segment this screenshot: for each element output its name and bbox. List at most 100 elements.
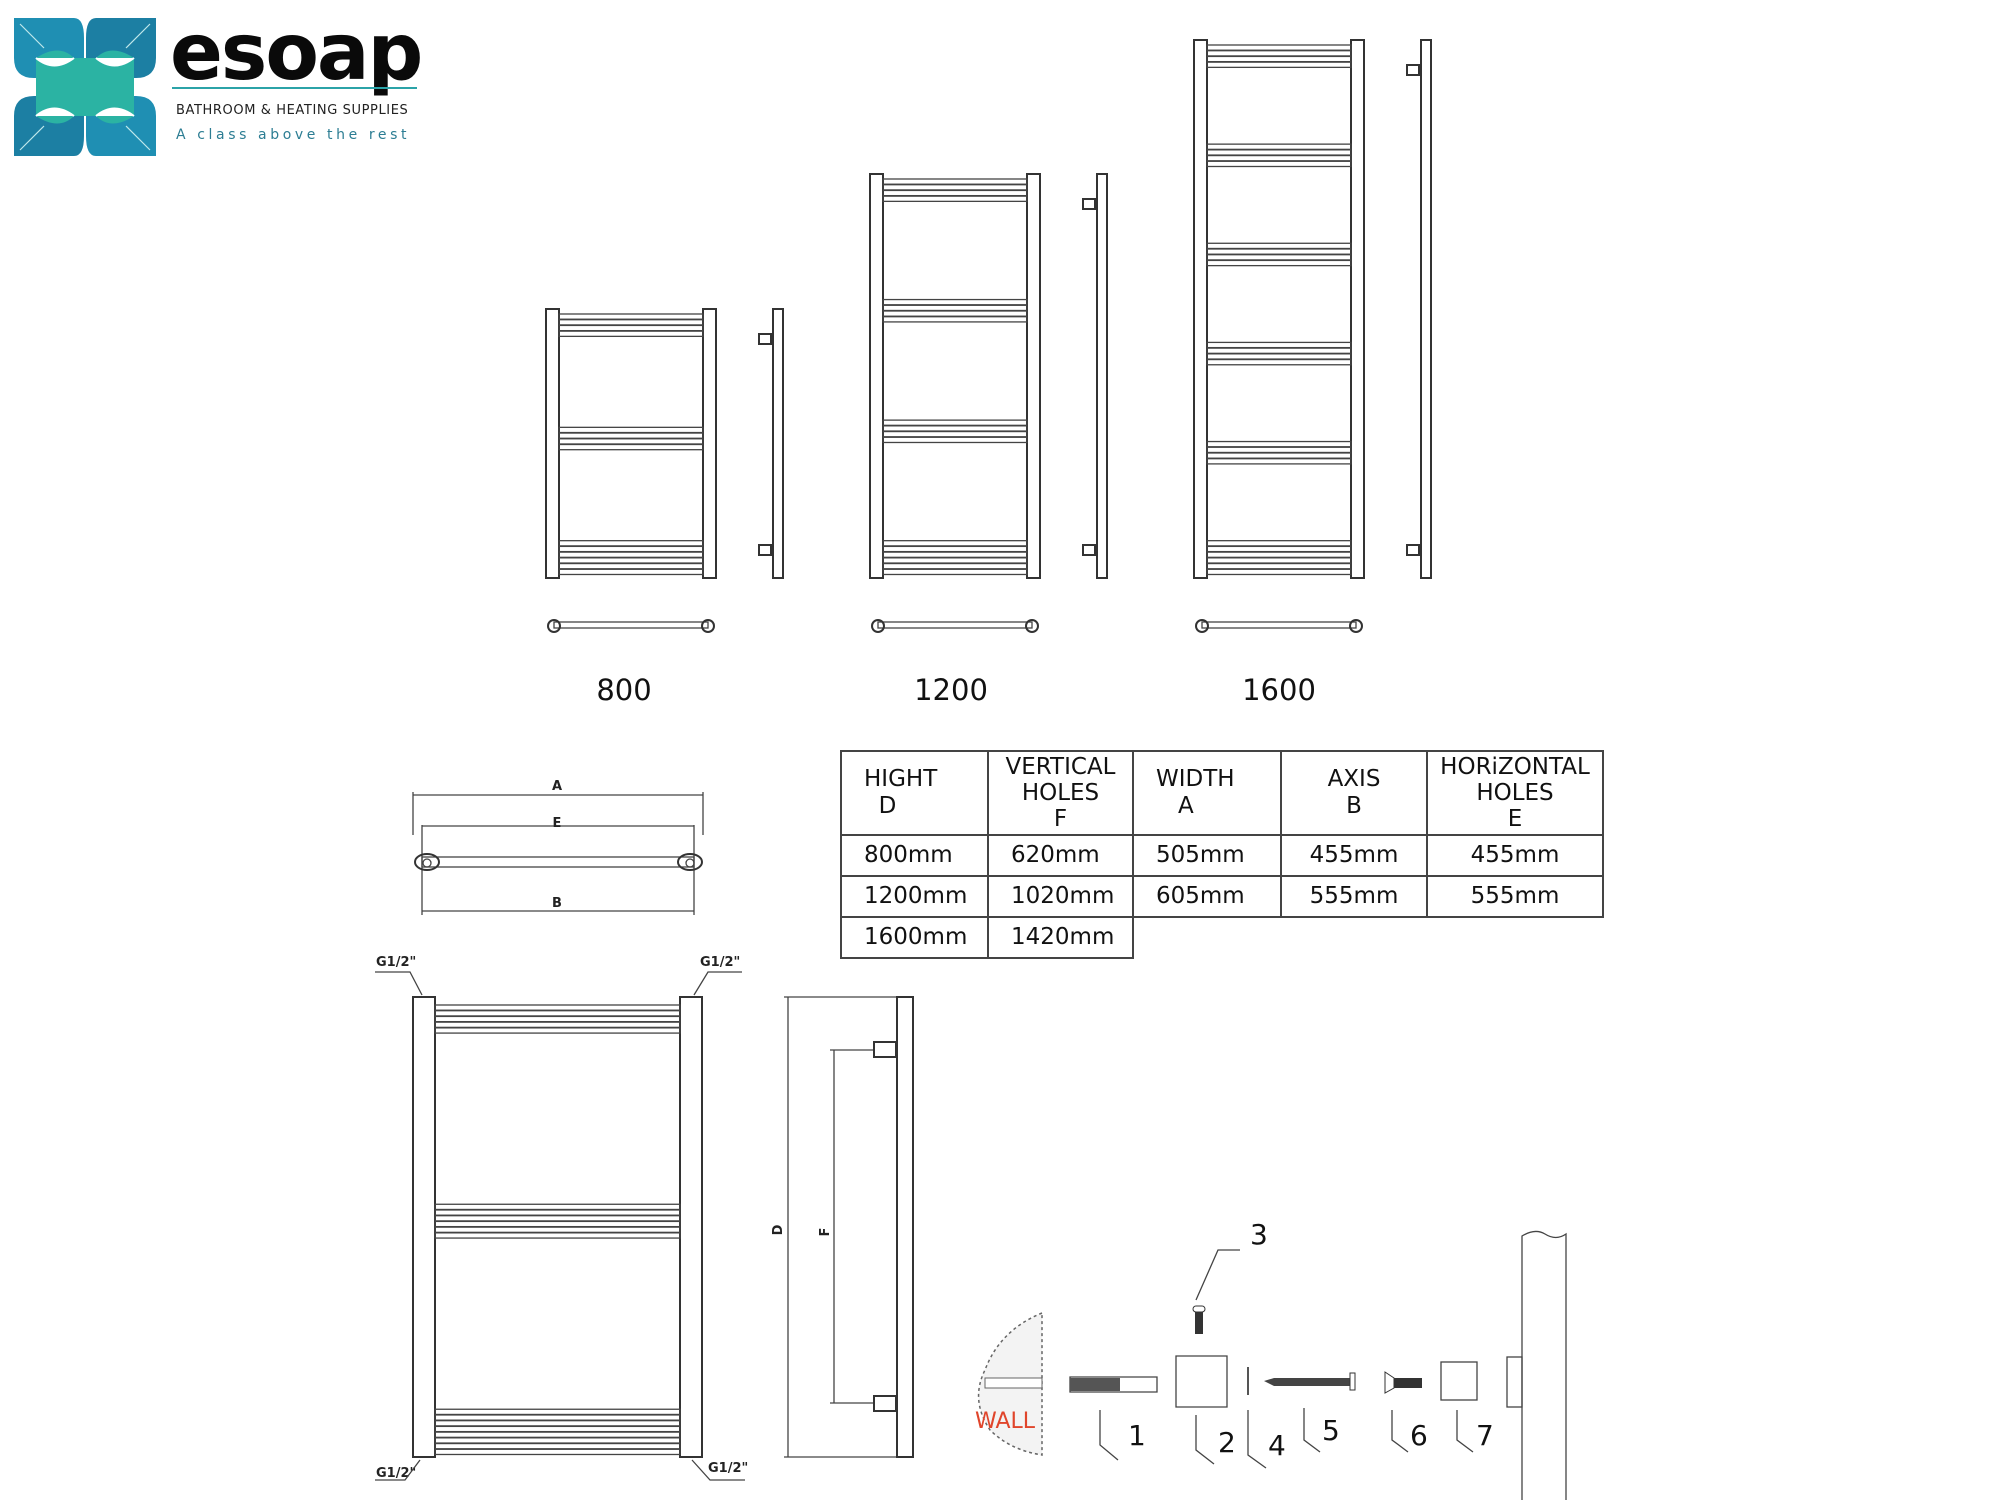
towel-bar — [434, 1448, 681, 1456]
part-number-3: 3 — [1250, 1218, 1268, 1251]
towel-bar — [558, 540, 704, 547]
table-cell: 505mm — [1132, 834, 1282, 877]
wall-bracket — [758, 333, 772, 345]
towel-bar — [1206, 254, 1352, 261]
valve-connection — [871, 619, 885, 633]
towel-bar — [1206, 458, 1352, 465]
towel-bar — [434, 1442, 681, 1450]
right-rail — [1026, 173, 1041, 579]
right-rail — [1350, 39, 1365, 579]
towel-bar — [1206, 562, 1352, 570]
towel-bar — [558, 557, 704, 564]
towel-bar — [558, 426, 704, 434]
towel-bar — [1206, 446, 1352, 454]
valve-connection — [1025, 619, 1039, 633]
towel-bar — [434, 1203, 681, 1211]
towel-bar — [882, 189, 1028, 197]
wall-bracket — [1082, 544, 1096, 556]
dim-f-label: F — [818, 1228, 833, 1237]
cover-cap-icon — [1440, 1361, 1478, 1401]
radiator-model-800 — [545, 308, 784, 633]
towel-bar — [434, 1226, 681, 1233]
towel-bar — [1206, 358, 1352, 366]
table-row: 1200mm 1020mm 605mm 555mm 555mm — [840, 875, 1604, 918]
table-cell: 1200mm — [840, 875, 989, 918]
towel-bar — [558, 432, 704, 439]
towel-bar — [882, 557, 1028, 564]
table-cell: 620mm — [987, 834, 1134, 877]
table-cell: 455mm — [1280, 834, 1428, 877]
towel-bar — [882, 195, 1028, 203]
towel-bar — [558, 443, 704, 451]
towel-bar — [558, 545, 704, 553]
bracket-block-icon — [1175, 1355, 1228, 1408]
brand-name: esoap — [170, 8, 423, 98]
towel-bar — [434, 1004, 681, 1011]
wall-bracket — [1406, 544, 1420, 556]
valve-connection — [701, 619, 715, 633]
table-row: 1600mm 1420mm — [840, 916, 1603, 959]
connection-label-top-right: G1/2" — [700, 955, 740, 970]
towel-bar — [882, 568, 1028, 576]
towel-bar — [558, 568, 704, 576]
part-number-4: 4 — [1268, 1429, 1286, 1462]
right-rail — [702, 308, 717, 579]
header-width: WIDTH A — [1132, 750, 1282, 836]
towel-bar — [1206, 44, 1352, 51]
radiator-rail-icon — [1521, 1230, 1567, 1500]
brand-tagline: A class above the rest — [176, 127, 411, 143]
towel-bar — [1206, 259, 1352, 267]
wall-plug-icon — [1069, 1376, 1158, 1393]
towel-bar — [882, 419, 1028, 426]
wall-bracket — [1406, 64, 1420, 76]
towel-bar — [1206, 55, 1352, 63]
table-cell: 555mm — [1280, 875, 1428, 918]
towel-bar — [1206, 452, 1352, 459]
model-label-1600: 1600 — [1242, 673, 1316, 707]
valve-connection — [547, 619, 561, 633]
wall-label: WALL — [975, 1409, 1036, 1434]
towel-bar — [882, 298, 1028, 306]
part-number-1: 1 — [1128, 1419, 1146, 1452]
washer-icon — [1247, 1367, 1249, 1395]
connection-label-top-left: G1/2" — [376, 955, 416, 970]
towel-bar — [1206, 160, 1352, 168]
towel-bar — [1206, 347, 1352, 354]
top-view-bar — [877, 621, 1033, 629]
header-height: HIGHT D — [840, 750, 989, 836]
towel-bar — [1206, 149, 1352, 156]
dim-b-label: B — [552, 896, 562, 911]
towel-bar — [882, 178, 1028, 185]
towel-bar — [434, 1425, 681, 1433]
towel-bar — [434, 1232, 681, 1239]
table-row: 800mm 620mm 505mm 455mm 455mm — [840, 834, 1604, 877]
wall-bracket — [758, 544, 772, 556]
towel-bar — [558, 324, 704, 332]
brand-underline — [172, 87, 417, 89]
top-view-dimensioned: A E B — [412, 779, 704, 915]
model-label-800: 800 — [596, 673, 651, 707]
towel-bar — [882, 184, 1028, 191]
grub-screw-icon — [1192, 1305, 1206, 1334]
towel-bar — [434, 1220, 681, 1228]
towel-bar — [1206, 50, 1352, 57]
part-number-7: 7 — [1476, 1419, 1494, 1452]
towel-bar — [882, 545, 1028, 553]
valve-connection — [1349, 619, 1363, 633]
towel-bar — [434, 1027, 681, 1034]
table-cell: 1020mm — [987, 875, 1134, 918]
table-cell: 1600mm — [840, 916, 989, 959]
front-view-detailed: G1/2" G1/2" G1/2" G1/2" — [375, 955, 748, 1481]
towel-bar — [434, 1408, 681, 1416]
logo-mark-icon — [14, 18, 156, 156]
left-rail — [1193, 39, 1208, 579]
towel-bar — [882, 304, 1028, 312]
towel-bar — [1206, 353, 1352, 360]
towel-bar — [1206, 545, 1352, 553]
dim-a-label: A — [552, 779, 562, 794]
